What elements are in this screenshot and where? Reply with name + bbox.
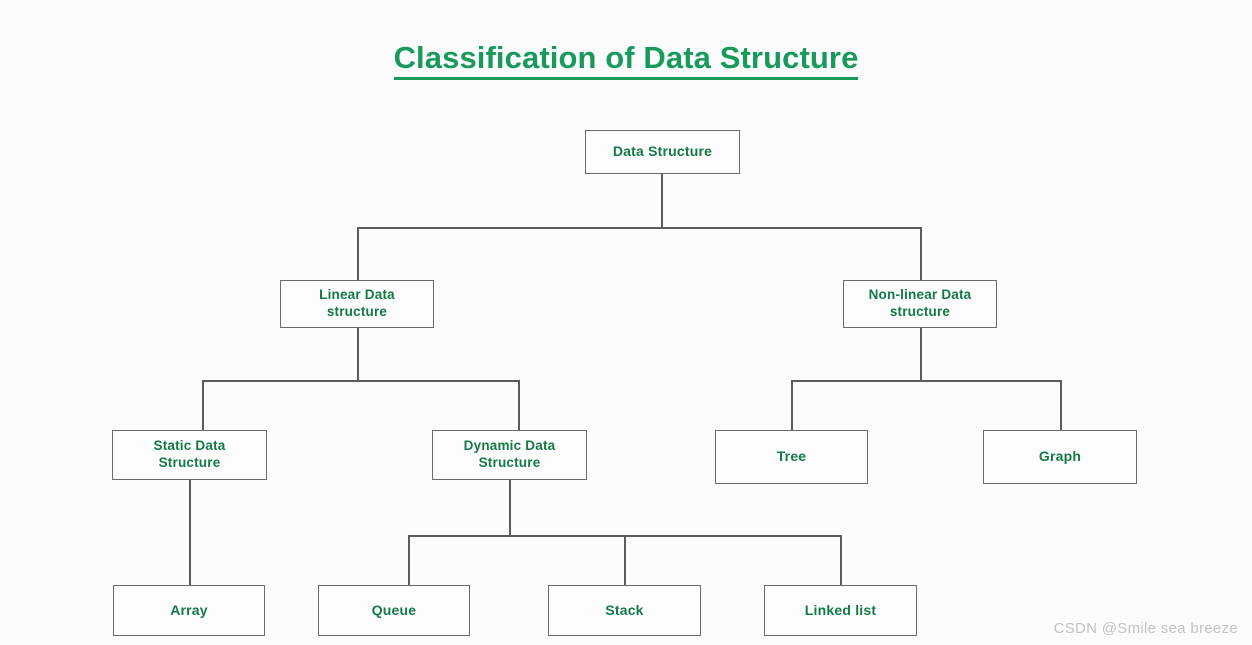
edge-level1-bar — [357, 227, 921, 229]
node-stack[interactable]: Stack — [548, 585, 701, 636]
node-linked-list-label: Linked list — [804, 601, 877, 618]
node-linked-list[interactable]: Linked list — [764, 585, 917, 636]
node-non-linear-data-structure-label-line2: structure — [889, 304, 951, 319]
node-tree[interactable]: Tree — [715, 430, 868, 484]
node-dynamic-data-structure[interactable]: Dynamic Data Structure — [432, 430, 587, 480]
node-data-structure[interactable]: Data Structure — [585, 130, 740, 174]
node-dynamic-data-structure-label-line2: Structure — [478, 455, 541, 470]
edge-root-to-nonlinear — [920, 227, 922, 280]
node-data-structure-label: Data Structure — [612, 143, 713, 160]
edge-dynamic-to-linked — [840, 535, 842, 585]
node-array-label: Array — [170, 601, 208, 618]
edge-dynamic-to-stack — [624, 535, 626, 585]
edge-nonlinear-to-tree — [791, 380, 793, 430]
node-static-data-structure[interactable]: Static Data Structure — [112, 430, 267, 480]
edge-dynamic-stem — [509, 480, 511, 536]
node-dynamic-data-structure-label-line1: Dynamic Data — [463, 438, 556, 454]
node-linear-data-structure-label-line2: structure — [326, 304, 388, 319]
edge-nonlinear-to-graph — [1060, 380, 1062, 430]
edge-root-stem — [661, 174, 663, 228]
node-stack-label: Stack — [605, 601, 644, 618]
node-queue[interactable]: Queue — [318, 585, 470, 636]
edge-linear-bar — [202, 380, 519, 382]
page-title-text: Classification of Data Structure — [393, 40, 859, 80]
edge-dynamic-to-queue — [408, 535, 410, 585]
node-queue-label: Queue — [371, 601, 417, 618]
node-array[interactable]: Array — [113, 585, 265, 636]
node-static-data-structure-label-line1: Static Data — [153, 438, 226, 454]
node-graph[interactable]: Graph — [983, 430, 1137, 484]
node-non-linear-data-structure-label-line1: Non-linear Data — [868, 287, 972, 303]
edge-root-to-linear — [357, 227, 359, 280]
node-linear-data-structure-label-line1: Linear Data — [319, 287, 395, 303]
edge-linear-to-dynamic — [518, 380, 520, 430]
edge-nonlinear-stem — [920, 328, 922, 381]
page-title: Classification of Data Structure — [0, 40, 1252, 80]
node-static-data-structure-label-line2: Structure — [158, 455, 221, 470]
node-graph-label: Graph — [1038, 448, 1082, 465]
node-non-linear-data-structure[interactable]: Non-linear Data structure — [843, 280, 997, 328]
node-linear-data-structure[interactable]: Linear Data structure — [280, 280, 434, 328]
edge-linear-stem — [357, 328, 359, 381]
edge-nonlinear-bar — [791, 380, 1061, 382]
edge-static-to-array — [189, 480, 191, 585]
watermark: CSDN @Smile sea breeze — [1053, 620, 1238, 637]
edge-linear-to-static — [202, 380, 204, 430]
node-tree-label: Tree — [776, 448, 807, 465]
